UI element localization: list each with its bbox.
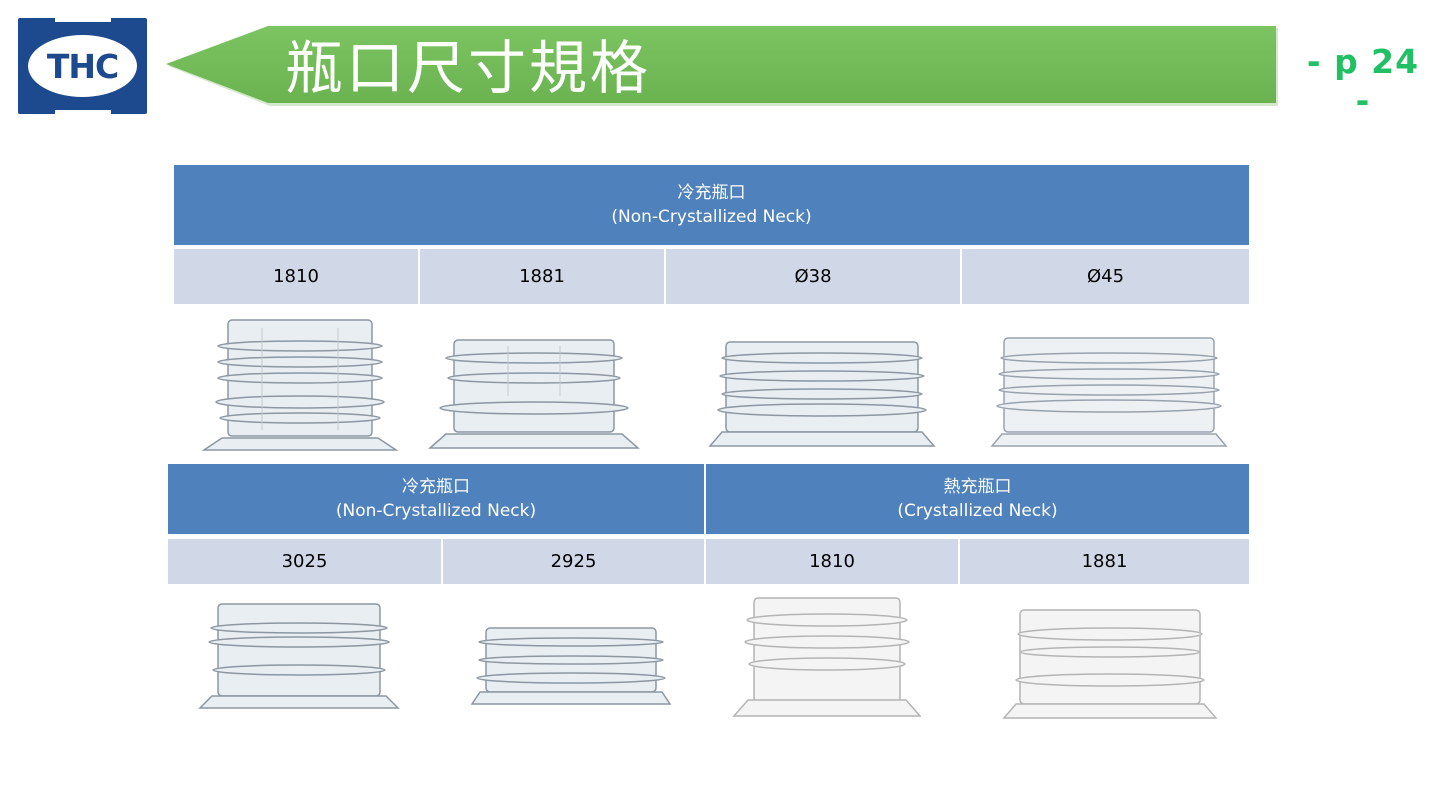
bottom-band-crystallized: 熱充瓶口 (Crystallized Neck)	[706, 464, 1249, 534]
size-cell-38: Ø38	[666, 249, 960, 304]
title-banner-arrow	[166, 26, 1278, 106]
neck-image-3025	[198, 603, 400, 709]
neck-image-1881	[428, 339, 640, 449]
neck-image-1881-crystallized	[1002, 609, 1218, 719]
logo-notch-bottom	[54, 110, 111, 114]
size-cell-1881: 1881	[420, 249, 664, 304]
band-title-en: (Crystallized Neck)	[897, 501, 1058, 521]
page-number: - p 24 -	[1306, 42, 1420, 120]
bottom-band-non-crystallized: 冷充瓶口 (Non-Crystallized Neck)	[168, 464, 704, 534]
size-cell-45: Ø45	[962, 249, 1249, 304]
size-label: 1881	[519, 266, 565, 287]
top-band-non-crystallized: 冷充瓶口 (Non-Crystallized Neck)	[174, 165, 1249, 245]
page-title: 瓶口尺寸規格	[285, 34, 652, 102]
logo-oval: THC	[28, 35, 137, 97]
size-cell-3025: 3025	[168, 539, 441, 584]
band-title-zh: 冷充瓶口	[677, 183, 746, 203]
neck-image-45	[990, 337, 1228, 447]
size-label: 1810	[809, 551, 855, 572]
neck-image-38	[708, 341, 936, 447]
band-title-en: (Non-Crystallized Neck)	[611, 207, 812, 227]
band-title-zh: 熱充瓶口	[943, 477, 1012, 497]
neck-image-2925	[470, 627, 672, 705]
logo-notch-top	[54, 18, 111, 22]
neck-image-1810-crystallized	[732, 597, 922, 717]
band-title-en: (Non-Crystallized Neck)	[335, 501, 537, 521]
size-cell-1810: 1810	[174, 249, 418, 304]
size-label: Ø45	[1086, 266, 1125, 287]
size-label: 1881	[1081, 551, 1128, 572]
size-cell-1810-crystallized: 1810	[706, 539, 958, 584]
neck-image-1810	[202, 319, 398, 451]
thc-logo: THC	[18, 18, 147, 114]
logo-text: THC	[46, 46, 119, 86]
size-cell-1881-crystallized: 1881	[960, 539, 1249, 584]
size-label: Ø38	[794, 266, 832, 287]
size-label: 2925	[550, 551, 597, 572]
size-cell-2925: 2925	[443, 539, 704, 584]
size-label: 3025	[281, 551, 328, 572]
size-label: 1810	[273, 266, 319, 287]
band-title-zh: 冷充瓶口	[402, 477, 470, 497]
